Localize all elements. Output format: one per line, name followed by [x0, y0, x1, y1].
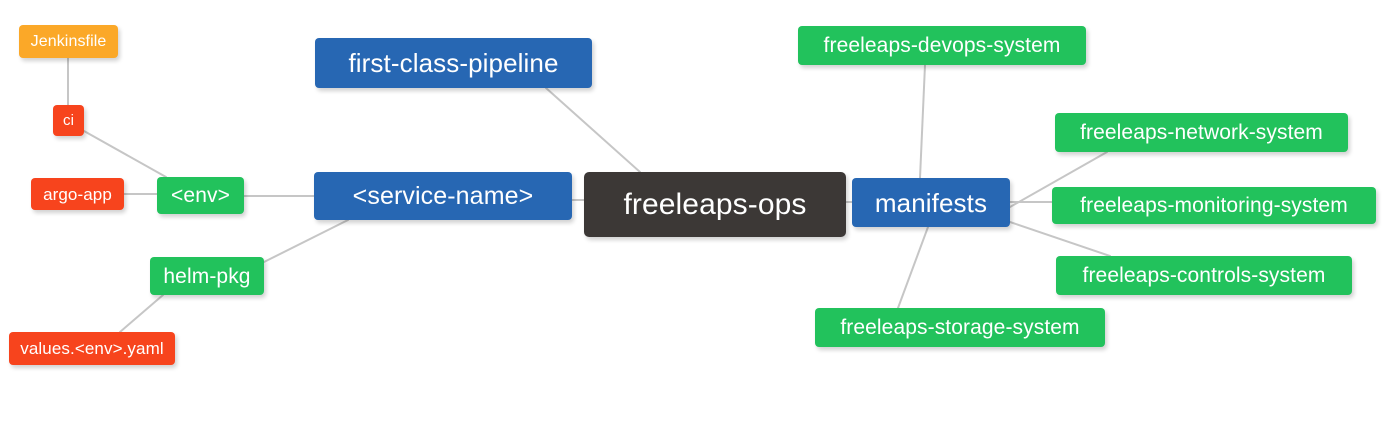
node-freeleaps-monitoring-system[interactable]: freeleaps-monitoring-system [1052, 187, 1376, 224]
node-label: <env> [171, 184, 230, 207]
node-values-env-yaml[interactable]: values.<env>.yaml [9, 332, 175, 365]
node-label: freeleaps-monitoring-system [1080, 194, 1348, 217]
node-freeleaps-storage-system[interactable]: freeleaps-storage-system [815, 308, 1105, 347]
edge-manifests-to-freeleaps-storage-system [897, 226, 929, 309]
node-freeleaps-network-system[interactable]: freeleaps-network-system [1055, 113, 1348, 152]
edge-manifests-to-freeleaps-network-system [1009, 151, 1108, 208]
edge-helm-pkg-to-service-name [263, 219, 349, 263]
node-first-class-pipeline[interactable]: first-class-pipeline [315, 38, 592, 88]
node-freeleaps-ops[interactable]: freeleaps-ops [584, 172, 846, 237]
edge-ci-to-env [83, 130, 167, 178]
node-label: first-class-pipeline [348, 48, 559, 78]
node-freeleaps-devops-system[interactable]: freeleaps-devops-system [798, 26, 1086, 65]
node-label: freeleaps-ops [623, 187, 807, 221]
edge-values-env-yaml-to-helm-pkg [119, 294, 164, 333]
node-label: <service-name> [352, 181, 534, 210]
node-label: manifests [874, 187, 988, 218]
edge-manifests-to-freeleaps-devops-system [919, 64, 926, 179]
node-label: argo-app [43, 184, 112, 204]
node-ci[interactable]: ci [53, 105, 84, 136]
node-jenkinsfile[interactable]: Jenkinsfile [19, 25, 118, 58]
edge-first-class-pipeline-to-freeleaps-ops [545, 87, 641, 173]
node-label: Jenkinsfile [30, 32, 107, 50]
node-label: freeleaps-controls-system [1082, 264, 1326, 287]
node-helm-pkg[interactable]: helm-pkg [150, 257, 264, 295]
node-label: freeleaps-storage-system [840, 316, 1080, 339]
node-env[interactable]: <env> [157, 177, 244, 214]
node-service-name[interactable]: <service-name> [314, 172, 572, 220]
node-label: freeleaps-network-system [1080, 121, 1323, 144]
node-label: values.<env>.yaml [20, 339, 164, 358]
edge-manifests-to-freeleaps-controls-system [1009, 221, 1111, 257]
node-argo-app[interactable]: argo-app [31, 178, 124, 210]
node-manifests[interactable]: manifests [852, 178, 1010, 227]
node-label: ci [62, 112, 75, 129]
node-label: freeleaps-devops-system [823, 34, 1061, 57]
node-freeleaps-controls-system[interactable]: freeleaps-controls-system [1056, 256, 1352, 295]
node-label: helm-pkg [163, 264, 251, 288]
